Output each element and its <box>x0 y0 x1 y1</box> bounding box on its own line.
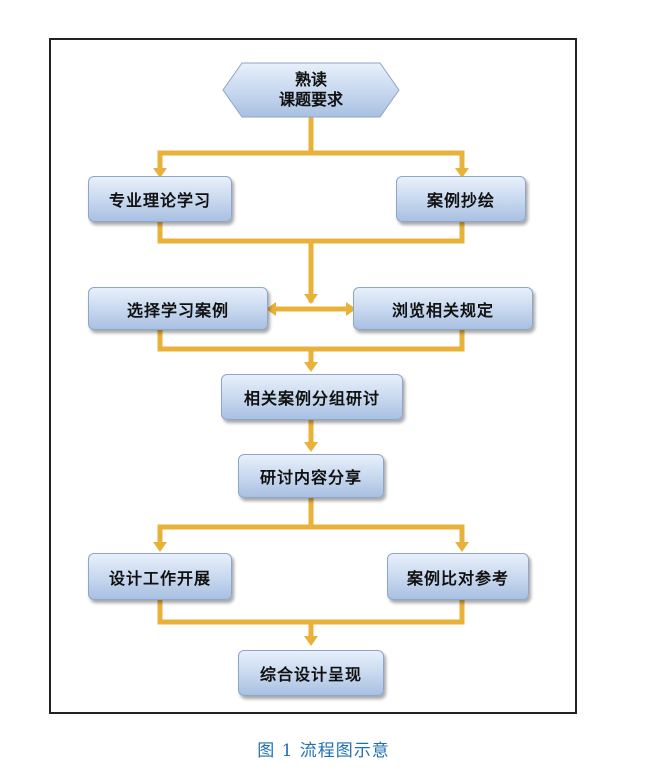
node-select-cases: 选择学习案例 <box>88 287 268 330</box>
arrowhead <box>455 168 469 178</box>
node-design-work: 设计工作开展 <box>88 553 232 600</box>
arrowhead <box>455 542 469 552</box>
node-present: 综合设计呈现 <box>238 650 384 696</box>
arrowhead <box>304 442 318 452</box>
arrowhead <box>304 362 318 372</box>
node-compare: 案例比对参考 <box>387 553 529 600</box>
node-group-study: 相关案例分组研讨 <box>221 374 403 420</box>
arrowhead <box>346 302 356 316</box>
arrowhead <box>153 542 167 552</box>
arrowhead <box>266 302 276 316</box>
start-node-line1: 熟读 <box>294 70 327 89</box>
node-theory: 专业理论学习 <box>88 176 232 222</box>
start-hexagon-shape <box>222 62 400 118</box>
node-share: 研讨内容分享 <box>238 454 384 498</box>
node-browse-rules: 浏览相关规定 <box>353 287 533 330</box>
arrowhead <box>304 294 318 304</box>
start-node-line2: 课题要求 <box>278 90 343 109</box>
start-node: 熟读 课题要求 <box>222 62 400 118</box>
node-copy-cases: 案例抄绘 <box>396 176 526 222</box>
arrowhead <box>304 636 318 646</box>
figure-caption: 图 1 流程图示意 <box>257 741 390 761</box>
arrowhead <box>153 168 167 178</box>
